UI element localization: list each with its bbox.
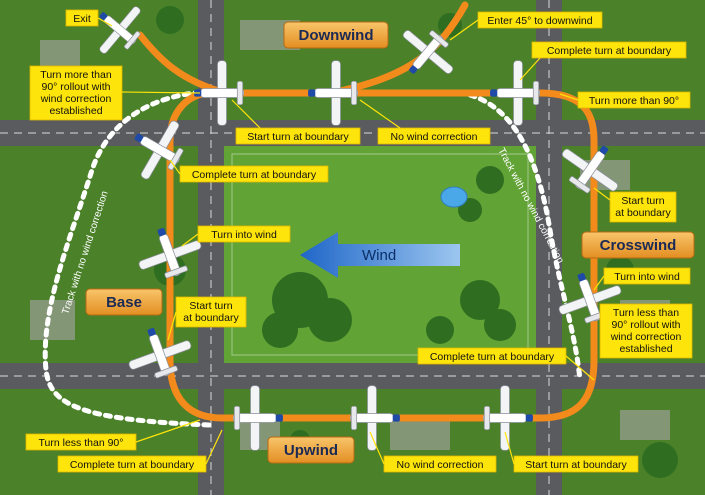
- leg-text-crosswind: Crosswind: [600, 237, 677, 254]
- svg-text:Complete turn at boundary: Complete turn at boundary: [547, 45, 672, 57]
- right-dotted-track: [467, 92, 583, 383]
- svg-text:Turn less than: Turn less than: [613, 307, 679, 319]
- svg-text:Turn into wind: Turn into wind: [614, 271, 680, 283]
- callout-enter-45: Enter 45° to downwind: [477, 11, 603, 29]
- svg-text:wind correction: wind correction: [40, 93, 112, 105]
- callout-turn-into-wind-right: Turn into wind: [603, 267, 691, 285]
- callout-start-turn-left: Start turn at boundary: [175, 296, 247, 328]
- left-dotted-track: [42, 89, 225, 428]
- svg-text:Complete turn at boundary: Complete turn at boundary: [70, 459, 195, 471]
- leg-label-downwind: Downwind: [283, 21, 389, 49]
- callout-no-wind-bottom: No wind correction: [383, 455, 497, 473]
- callout-start-turn-top: Start turn at boundary: [235, 127, 361, 145]
- svg-text:Turn more than 90°: Turn more than 90°: [589, 95, 679, 107]
- wind-arrow: Wind: [300, 232, 460, 278]
- svg-text:No wind correction: No wind correction: [397, 459, 484, 471]
- svg-text:Complete turn at boundary: Complete turn at boundary: [192, 169, 317, 181]
- svg-text:Complete turn at boundary: Complete turn at boundary: [430, 351, 555, 363]
- svg-text:Start turn at boundary: Start turn at boundary: [525, 459, 627, 471]
- callout-complete-turn-bottom-right: Complete turn at boundary: [417, 347, 567, 365]
- callout-turn-into-wind-left: Turn into wind: [197, 225, 291, 243]
- svg-text:No wind correction: No wind correction: [391, 131, 478, 143]
- no-correction-tracks: [42, 89, 583, 428]
- svg-text:90° rollout with: 90° rollout with: [42, 81, 111, 93]
- callout-start-turn-bottom: Start turn at boundary: [513, 455, 639, 473]
- callout-turn-more-90: Turn more than 90°: [577, 91, 691, 109]
- pond: [440, 186, 468, 208]
- callout-turn-more-90-rollout: Turn more than 90° rollout with wind cor…: [29, 65, 123, 121]
- callout-complete-turn-left-top: Complete turn at boundary: [179, 165, 329, 183]
- leg-label-crosswind: Crosswind: [581, 231, 695, 259]
- svg-text:Start turn: Start turn: [189, 300, 232, 312]
- leg-label-upwind: Upwind: [267, 436, 355, 464]
- callout-turn-less-90: Turn less than 90°: [25, 433, 137, 451]
- callout-turn-less-90-rollout: Turn less than 90° rollout with wind cor…: [599, 303, 693, 359]
- svg-text:wind correction: wind correction: [610, 331, 682, 343]
- svg-text:established: established: [49, 105, 102, 117]
- callout-complete-turn-top-right: Complete turn at boundary: [531, 41, 687, 59]
- svg-text:Turn into wind: Turn into wind: [211, 229, 277, 241]
- svg-text:Start turn: Start turn: [621, 195, 664, 207]
- callout-complete-turn-bottom-left: Complete turn at boundary: [57, 455, 207, 473]
- svg-text:at boundary: at boundary: [183, 312, 239, 324]
- leader-lines: [97, 17, 611, 465]
- trees: [154, 6, 678, 478]
- svg-text:Start turn at boundary: Start turn at boundary: [247, 131, 349, 143]
- leg-text-upwind: Upwind: [284, 442, 338, 459]
- leg-text-base: Base: [106, 294, 142, 311]
- svg-text:Turn less than 90°: Turn less than 90°: [39, 437, 124, 449]
- leg-text-downwind: Downwind: [299, 27, 374, 44]
- svg-text:established: established: [619, 343, 672, 355]
- svg-text:at boundary: at boundary: [615, 207, 671, 219]
- svg-text:Enter 45° to downwind: Enter 45° to downwind: [487, 15, 592, 27]
- callout-start-turn-right: Start turn at boundary: [609, 191, 677, 223]
- svg-text:90° rollout with: 90° rollout with: [612, 319, 681, 331]
- callout-no-wind-top: No wind correction: [377, 127, 491, 145]
- svg-text:Turn more than: Turn more than: [40, 69, 112, 81]
- leg-label-base: Base: [85, 288, 163, 316]
- callouts: Exit Enter 45° to downwind Turn more tha…: [25, 9, 693, 473]
- svg-text:Exit: Exit: [73, 13, 91, 25]
- callout-exit: Exit: [65, 9, 99, 27]
- wind-label: Wind: [362, 247, 396, 264]
